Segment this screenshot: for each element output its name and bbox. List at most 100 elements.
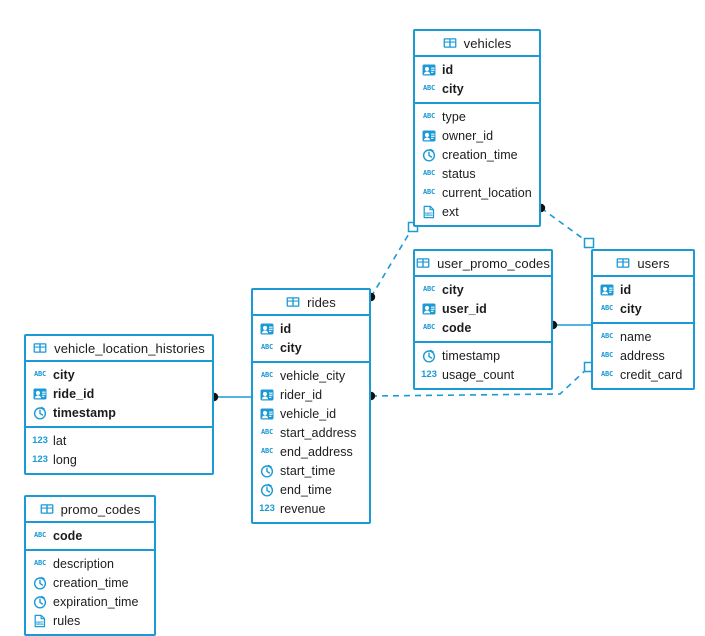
relationship-rides-to-vehicles[interactable] bbox=[366, 221, 419, 302]
table-icon bbox=[286, 295, 300, 309]
field-row[interactable]: creation_time bbox=[415, 145, 539, 164]
field-row[interactable]: ABC end_address bbox=[253, 442, 369, 461]
field-row[interactable]: JSON rules bbox=[26, 611, 154, 630]
entity-header[interactable]: promo_codes bbox=[26, 497, 154, 523]
entity-header[interactable]: users bbox=[593, 251, 693, 277]
field-name: end_time bbox=[280, 482, 332, 497]
relationship-vehicles-to-users[interactable] bbox=[536, 203, 595, 249]
field-name: expiration_time bbox=[53, 594, 139, 609]
field-name: type bbox=[442, 109, 466, 124]
field-row[interactable]: start_time bbox=[253, 461, 369, 480]
user-key-icon bbox=[422, 63, 436, 77]
field-name: creation_time bbox=[442, 147, 518, 162]
primary-key-name: id bbox=[620, 282, 632, 297]
entity-title: vehicles bbox=[463, 35, 512, 51]
field-row[interactable]: id bbox=[415, 60, 539, 79]
entity-header[interactable]: vehicles bbox=[415, 31, 539, 57]
entity-title: user_promo_codes bbox=[437, 255, 550, 271]
edge-target-square bbox=[583, 237, 595, 249]
table-icon bbox=[33, 341, 47, 355]
field-row[interactable]: owner_id bbox=[415, 126, 539, 145]
svg-text:JSON: JSON bbox=[36, 621, 44, 625]
user-key-icon bbox=[422, 129, 436, 143]
field-name: status bbox=[442, 166, 476, 181]
entity-header[interactable]: vehicle_location_histories bbox=[26, 336, 212, 362]
field-row[interactable]: timestamp bbox=[26, 403, 212, 422]
abc-icon: ABC bbox=[600, 304, 614, 312]
relationship-vehicle_location_histories-to-rides[interactable] bbox=[209, 392, 251, 402]
field-name: name bbox=[620, 329, 652, 344]
abc-icon: ABC bbox=[260, 428, 274, 436]
number-icon: 123 bbox=[32, 453, 48, 465]
field-name: rider_id bbox=[280, 387, 323, 402]
field-row[interactable]: end_time bbox=[253, 480, 369, 499]
clock-icon bbox=[33, 595, 47, 609]
abc-icon: ABC bbox=[260, 343, 274, 351]
json-icon: JSON bbox=[422, 205, 436, 219]
number-icon: 123 bbox=[421, 368, 437, 380]
field-row[interactable]: timestamp bbox=[415, 346, 551, 365]
abc-icon: ABC bbox=[33, 531, 47, 539]
field-name: description bbox=[53, 556, 114, 571]
field-row[interactable]: vehicle_id bbox=[253, 404, 369, 423]
field-name: owner_id bbox=[442, 128, 494, 143]
number-icon: 123 bbox=[32, 434, 48, 446]
field-row[interactable]: ABC city bbox=[253, 338, 369, 357]
field-row[interactable]: id bbox=[253, 319, 369, 338]
entity-title: vehicle_location_histories bbox=[54, 340, 205, 356]
primary-key-name: city bbox=[280, 340, 302, 355]
entity-title: rides bbox=[307, 294, 336, 310]
field-row[interactable]: user_id bbox=[415, 299, 551, 318]
field-name: current_location bbox=[442, 185, 532, 200]
abc-icon: ABC bbox=[600, 370, 614, 378]
entity-header[interactable]: rides bbox=[253, 290, 369, 316]
number-icon: 123 bbox=[259, 502, 275, 514]
field-row[interactable]: expiration_time bbox=[26, 592, 154, 611]
field-name: vehicle_city bbox=[280, 368, 346, 383]
field-name: timestamp bbox=[442, 348, 501, 363]
field-row[interactable]: id bbox=[593, 280, 693, 299]
field-row[interactable]: rider_id bbox=[253, 385, 369, 404]
field-row[interactable]: ride_id bbox=[26, 384, 212, 403]
field-row[interactable]: creation_time bbox=[26, 573, 154, 592]
clock-icon bbox=[422, 148, 436, 162]
abc-icon: ABC bbox=[260, 447, 274, 455]
relationship-user_promo_codes-to-users[interactable] bbox=[548, 320, 591, 330]
entity-header[interactable]: user_promo_codes bbox=[415, 251, 551, 277]
field-name: rules bbox=[53, 613, 81, 628]
user-key-icon bbox=[422, 302, 436, 316]
clock-icon bbox=[260, 483, 274, 497]
primary-key-name: id bbox=[442, 62, 454, 77]
user-key-icon bbox=[600, 283, 614, 297]
field-name: end_address bbox=[280, 444, 353, 459]
